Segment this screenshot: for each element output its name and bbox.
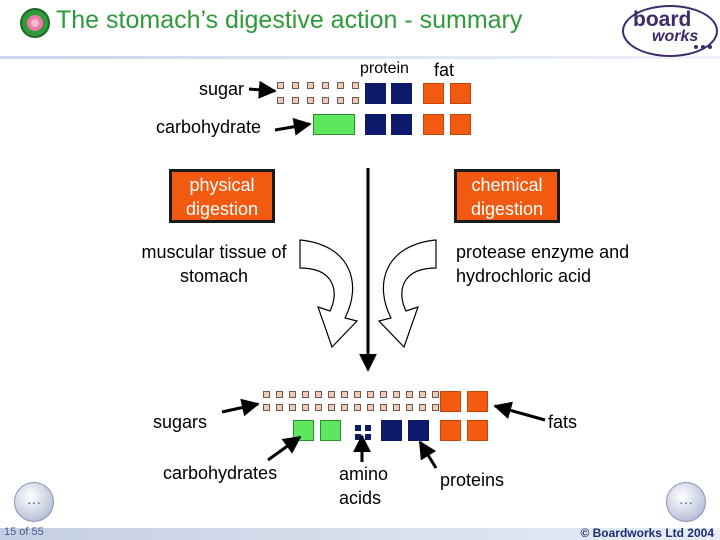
carbohydrate-molecule-bottom-2	[320, 420, 341, 441]
protein-molecule-top-2	[391, 83, 412, 104]
next-slide-button[interactable]: ···	[666, 482, 706, 522]
logo-dots-icon	[694, 45, 712, 49]
fats-label: fats	[548, 412, 578, 432]
logo-text-board: board	[633, 8, 692, 31]
protein-molecule-top-4	[391, 114, 412, 135]
carbohydrate-molecule-top	[313, 114, 355, 135]
physical-digestion-label: physical digestion	[185, 175, 259, 219]
carbohydrates-arrow	[267, 435, 302, 462]
protein-molecule-top-1	[365, 83, 386, 104]
logo-text-works: works	[652, 28, 699, 45]
carbohydrate-molecule-bottom-1	[293, 420, 314, 441]
page-title: The stomach’s digestive action - summary	[56, 6, 523, 34]
slide-counter: 15 of 55	[4, 526, 44, 538]
carbohydrate-arrow	[274, 117, 312, 136]
sugars-label: sugars	[153, 412, 208, 432]
fat-molecule-bottom-4	[467, 420, 488, 441]
fat-molecule-top-1	[423, 83, 444, 104]
fat-label: fat	[434, 60, 455, 80]
header-icon	[20, 8, 50, 38]
stomach-icon	[27, 15, 43, 31]
copyright-text: © Boardworks Ltd 2004	[580, 526, 714, 540]
protein-molecule-top-3	[365, 114, 386, 135]
sugar-arrow	[248, 80, 277, 99]
fat-molecule-top-2	[450, 83, 471, 104]
fat-molecule-bottom-1	[440, 391, 461, 412]
sugar-label: sugar	[199, 79, 245, 99]
previous-icon: ···	[27, 494, 41, 510]
proteins-arrow	[418, 440, 438, 469]
proteins-label: proteins	[440, 470, 505, 490]
protein-molecule-bottom-2	[408, 420, 429, 441]
footer-bar	[0, 528, 720, 540]
fats-arrow	[493, 401, 546, 422]
physical-agent-label: muscular tissue of stomach	[141, 242, 287, 286]
sugars-arrow	[221, 398, 260, 417]
physical-digestion-box: physical digestion	[169, 169, 275, 223]
boardworks-logo	[622, 5, 718, 57]
fat-molecule-top-3	[423, 114, 444, 135]
fat-molecule-bottom-3	[440, 420, 461, 441]
curved-arrow-left	[299, 239, 359, 349]
protein-molecule-bottom-1	[381, 420, 402, 441]
fat-molecule-top-4	[450, 114, 471, 135]
carbohydrate-label: carbohydrate	[156, 117, 262, 137]
header-divider	[0, 56, 720, 59]
chemical-agent-label: protease enzyme and hydrochloric acid	[456, 242, 630, 286]
previous-slide-button[interactable]: ···	[14, 482, 54, 522]
chemical-digestion-label: chemical digestion	[470, 175, 544, 219]
fat-molecule-bottom-2	[467, 391, 488, 412]
curved-arrow-right	[377, 239, 437, 349]
carbohydrates-label: carbohydrates	[163, 463, 278, 483]
amino-acids-label: amino acids	[339, 464, 389, 508]
protein-label: protein	[360, 60, 409, 77]
next-icon: ···	[679, 494, 693, 510]
chemical-digestion-box: chemical digestion	[454, 169, 560, 223]
